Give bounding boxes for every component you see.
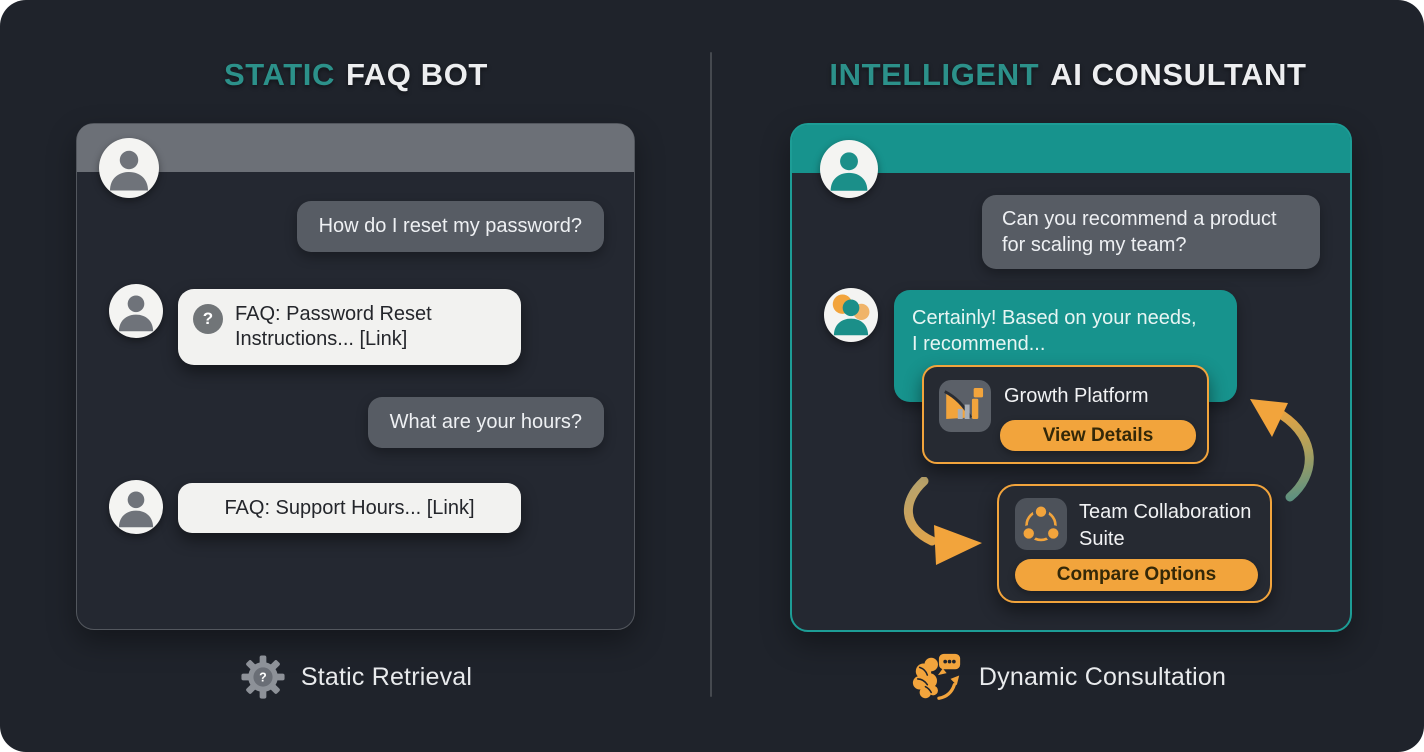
person-orange-teal-icon bbox=[832, 294, 870, 336]
bot-avatar bbox=[109, 284, 163, 338]
user-message-bubble: What are your hours? bbox=[367, 397, 604, 448]
card-title: Growth Platform bbox=[1004, 385, 1149, 407]
right-title-highlight: INTELLIGENT bbox=[829, 57, 1040, 92]
faq-chat-header-bar bbox=[77, 124, 634, 172]
user-message-line: for scaling my team? bbox=[1002, 234, 1187, 256]
compare-options-button[interactable]: Compare Options bbox=[1015, 559, 1258, 591]
question-circle-icon: ? bbox=[193, 304, 223, 334]
curved-arrow-down-right bbox=[900, 477, 1000, 567]
gear-question-icon: ? bbox=[241, 655, 285, 699]
faq-header-avatar bbox=[99, 138, 159, 198]
right-title-rest: AI CONSULTANT bbox=[1050, 57, 1307, 92]
person-icon bbox=[110, 150, 148, 191]
person-icon bbox=[118, 491, 154, 528]
bot-avatar bbox=[109, 480, 163, 534]
user-message-line: Can you recommend a product bbox=[1002, 208, 1277, 230]
left-title-highlight: STATIC bbox=[224, 57, 335, 92]
brain-chat-icon bbox=[912, 653, 961, 700]
person-icon bbox=[118, 295, 154, 332]
faq-bot-chat-window: How do I reset my password? ? FAQ: Passw… bbox=[76, 123, 635, 630]
curved-arrow-up-left bbox=[1242, 387, 1322, 502]
left-panel-title: STATIC FAQ BOT bbox=[0, 57, 712, 93]
ai-message-line: Certainly! Based on your needs, bbox=[912, 307, 1197, 329]
view-details-button[interactable]: View Details bbox=[1000, 420, 1196, 451]
ai-consultant-chat-window: Can you recommend a product for scaling … bbox=[790, 123, 1352, 632]
left-footer-label: Static Retrieval bbox=[300, 662, 473, 691]
right-footer: Dynamic Consultation bbox=[712, 645, 1424, 709]
user-message-bubble: How do I reset my password? bbox=[296, 201, 604, 252]
user-message-bubble: Can you recommend a product for scaling … bbox=[982, 195, 1320, 269]
left-footer: ? Static Retrieval bbox=[0, 645, 712, 709]
vertical-divider bbox=[710, 52, 712, 697]
bot-message-bubble: FAQ: Support Hours... [Link] bbox=[178, 483, 521, 533]
ai-chat-header-bar bbox=[792, 125, 1350, 173]
left-title-rest: FAQ BOT bbox=[345, 57, 488, 92]
right-footer-label: Dynamic Consultation bbox=[978, 662, 1227, 691]
growth-chart-icon bbox=[939, 380, 991, 432]
bot-message-text: FAQ: Password Reset Instructions... [Lin… bbox=[235, 303, 432, 350]
team-network-icon bbox=[1015, 498, 1067, 550]
right-panel-title: INTELLIGENT AI CONSULTANT bbox=[712, 57, 1424, 93]
ai-message-line: I recommend... bbox=[912, 333, 1046, 355]
product-card-team-collaboration[interactable]: Team Collaboration Suite Compare Options bbox=[997, 484, 1272, 603]
product-card-growth-platform[interactable]: Growth Platform View Details bbox=[922, 365, 1209, 464]
card-title: Team Collaboration Suite bbox=[1079, 501, 1252, 550]
bot-message-bubble: ? FAQ: Password Reset Instructions... [L… bbox=[178, 289, 521, 365]
ai-header-avatar bbox=[820, 140, 878, 198]
ai-bot-avatar bbox=[824, 288, 878, 342]
svg-text:?: ? bbox=[259, 670, 267, 684]
person-icon bbox=[830, 152, 868, 191]
